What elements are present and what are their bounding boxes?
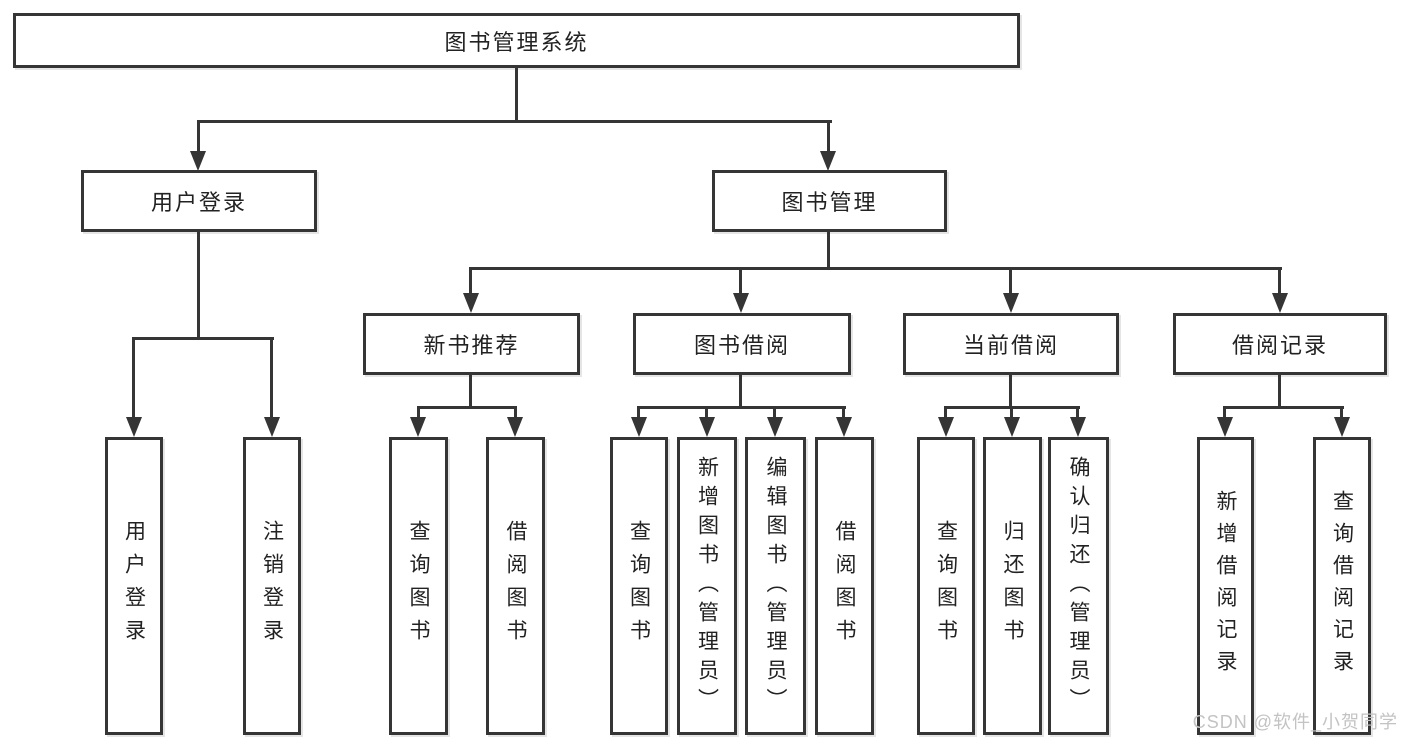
node-label: 用户登录 [150, 190, 247, 215]
leaf-query-books-recommend: 查询图书 [389, 437, 448, 735]
connector-line [739, 267, 742, 295]
connector-line [827, 120, 830, 153]
arrowhead [836, 417, 852, 437]
connector-line [1009, 267, 1012, 295]
connector-line [827, 232, 830, 269]
node-label: 用户登录 [122, 520, 146, 652]
csdn-watermark: CSDN @软件_小贺同学 [1192, 712, 1398, 732]
leaf-query-books-borrow: 查询图书 [610, 437, 668, 735]
node-label: 图书借阅 [693, 333, 790, 358]
arrowhead [507, 417, 523, 437]
arrowhead [190, 151, 206, 171]
arrowhead [1004, 417, 1020, 437]
node-user-login: 用户登录 [81, 170, 317, 232]
leaf-query-borrow-record: 查询借阅记录 [1313, 437, 1371, 735]
node-label: 新增借阅记录 [1214, 490, 1237, 682]
node-label: 查询图书 [934, 520, 958, 652]
connector-line [469, 267, 472, 295]
arrowhead [1003, 293, 1019, 313]
connector-line [132, 337, 135, 419]
node-label: 图书管理系统 [444, 29, 589, 55]
connector-line [515, 68, 518, 122]
arrowhead [126, 417, 142, 437]
arrowhead [1217, 417, 1233, 437]
leaf-edit-book-admin: 编辑图书（管理员） [745, 437, 806, 735]
node-label: 借阅记录 [1231, 333, 1328, 358]
leaf-user-login: 用户登录 [105, 437, 163, 735]
connector-line [1076, 406, 1079, 420]
node-current-borrowing: 当前借阅 [903, 313, 1119, 375]
connector-line [944, 406, 947, 420]
arrowhead [631, 417, 647, 437]
node-label: 新书推荐 [423, 333, 520, 358]
arrowhead [1334, 417, 1350, 437]
node-new-book-recommendation: 新书推荐 [363, 313, 580, 375]
connector-line [417, 406, 420, 420]
arrowhead [1070, 417, 1086, 437]
node-book-management: 图书管理 [712, 170, 947, 232]
leaf-return-book: 归还图书 [983, 437, 1042, 735]
node-label: 新增图书（管理员） [695, 455, 719, 717]
node-label: 借阅图书 [504, 520, 527, 652]
arrowhead [820, 151, 836, 171]
node-library-management-system: 图书管理系统 [13, 13, 1020, 68]
arrowhead [767, 417, 783, 437]
arrowhead [733, 293, 749, 313]
node-label: 查询借阅记录 [1330, 490, 1354, 682]
connector-line [739, 375, 742, 409]
connector-line [197, 120, 832, 123]
arrowhead [264, 417, 280, 437]
leaf-borrow-books-recommend: 借阅图书 [486, 437, 545, 735]
connector-line [1278, 267, 1281, 295]
node-label: 注销登录 [260, 520, 284, 652]
node-label: 查询图书 [627, 520, 651, 652]
leaf-add-book-admin: 新增图书（管理员） [677, 437, 737, 735]
connector-line [842, 406, 845, 420]
connector-line [469, 267, 1282, 270]
connector-line [417, 406, 517, 409]
arrowhead [410, 417, 426, 437]
connector-line [637, 406, 846, 409]
connector-line [197, 120, 200, 153]
connector-line [773, 406, 776, 420]
arrowhead [699, 417, 715, 437]
leaf-add-borrow-record: 新增借阅记录 [1197, 437, 1254, 735]
node-label: 图书管理 [781, 190, 878, 215]
leaf-borrow-books: 借阅图书 [815, 437, 874, 735]
connector-line [270, 337, 273, 419]
arrowhead [463, 293, 479, 313]
connector-line [197, 232, 200, 339]
node-borrowing-records: 借阅记录 [1173, 313, 1387, 375]
node-label: 归还图书 [1001, 520, 1024, 652]
node-book-borrowing: 图书借阅 [633, 313, 851, 375]
connector-line [637, 406, 640, 420]
node-label: 当前借阅 [962, 333, 1059, 358]
connector-line [1223, 406, 1344, 409]
connector-line [469, 375, 472, 409]
connector-line [1010, 406, 1013, 420]
node-label: 借阅图书 [833, 520, 856, 652]
connector-line [1009, 375, 1012, 409]
node-label: 查询图书 [407, 520, 430, 652]
leaf-logout: 注销登录 [243, 437, 301, 735]
leaf-confirm-return-admin: 确认归还（管理员） [1048, 437, 1109, 735]
arrowhead [1272, 293, 1288, 313]
connector-line [705, 406, 708, 420]
arrowhead [938, 417, 954, 437]
node-label: 编辑图书（管理员） [764, 455, 787, 717]
connector-line [133, 337, 274, 340]
leaf-query-books-current: 查询图书 [917, 437, 975, 735]
node-label: 确认归还（管理员） [1067, 455, 1090, 717]
connector-line [514, 406, 517, 420]
connector-line [1223, 406, 1226, 420]
connector-line [1340, 406, 1343, 420]
connector-line [1278, 375, 1281, 409]
